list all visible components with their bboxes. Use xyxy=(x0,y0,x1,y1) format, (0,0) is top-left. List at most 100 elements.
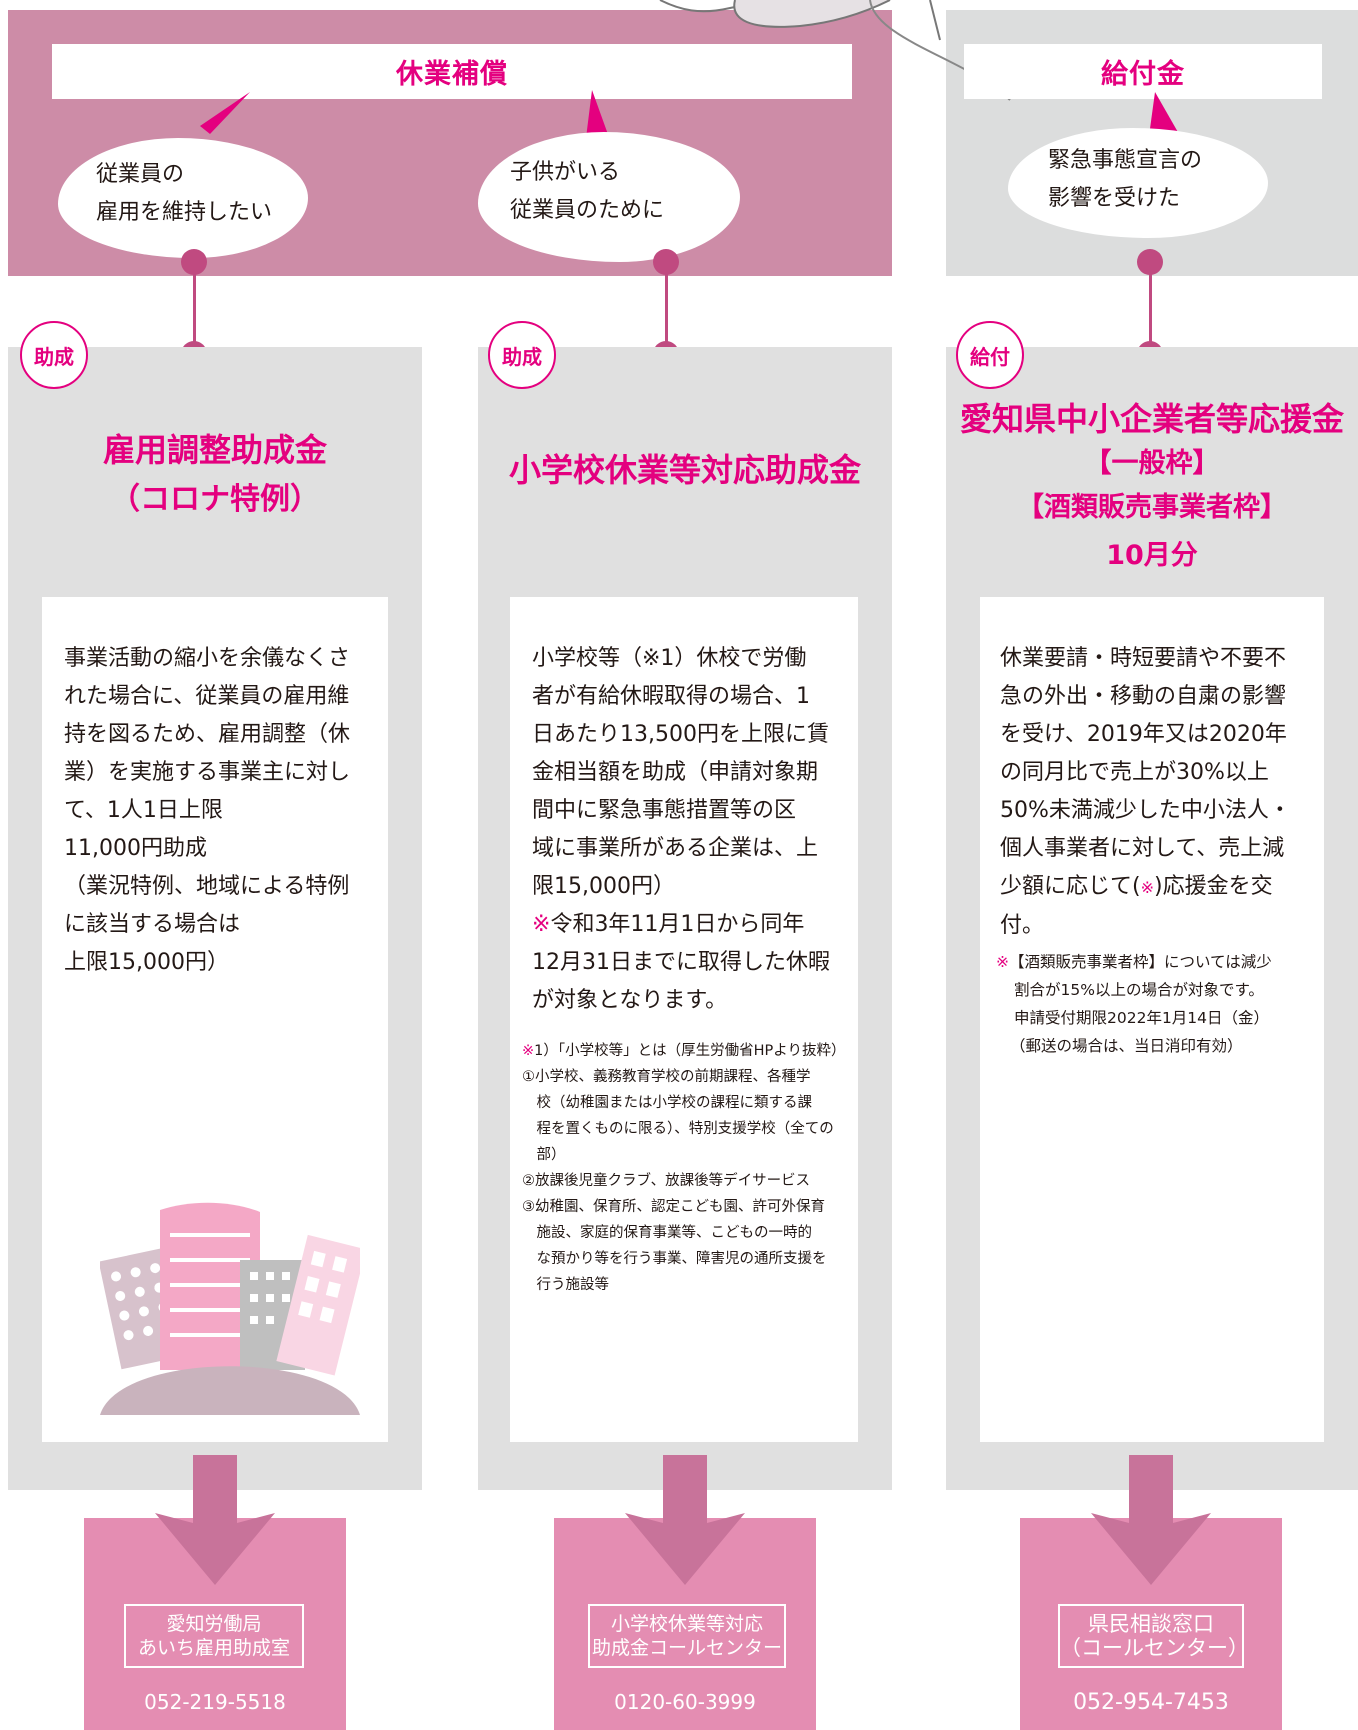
connector-line xyxy=(1149,262,1152,354)
body-line: 50%未満減少した中小法人・ xyxy=(1000,798,1291,823)
speech-bubble-emergency: 緊急事態宣言の 影響を受けた xyxy=(1008,128,1268,238)
contact-name-support: 県民相談窓口 （コールセンター） xyxy=(1058,1604,1249,1668)
body-line: 域に事業所がある企業は、上 xyxy=(532,836,819,861)
badge-benefit: 給付 xyxy=(956,321,1024,389)
contact-name-school: 小学校休業等対応 助成金コールセンター xyxy=(588,1604,786,1668)
contact-line: あいち雇用助成室 xyxy=(137,1637,290,1659)
body-line: 急の外出・移動の自粛の影響 xyxy=(1000,684,1287,709)
body-text-part: 少額に応じて( xyxy=(1000,874,1141,899)
bubble-line: 影響を受けた xyxy=(1048,186,1181,211)
body-school: 小学校等（※1）休校で労働 者が有給休暇取得の場合、1 日あたり13,500円を… xyxy=(532,640,852,1020)
body-support: 休業要請・時短要請や不要不 急の外出・移動の自粛の影響 を受け、2019年又は2… xyxy=(1000,640,1320,945)
phone-support[interactable]: 052-954-7453 xyxy=(1073,1690,1229,1715)
title-line: 【酒類販売事業者枠】 xyxy=(1017,492,1287,523)
title-line: 愛知県中小企業者等応援金 xyxy=(959,400,1344,438)
body-line: 金相当額を助成（申請対象期 xyxy=(532,760,819,785)
speech-bubble-children: 子供がいる 従業員のために xyxy=(478,132,740,262)
note-line: ①小学校、義務教育学校の前期課程、各種学 xyxy=(522,1069,811,1085)
title-employment-subsidy: 雇用調整助成金 （コロナ特例） xyxy=(8,425,422,525)
body-line: 持を図るため、雇用調整（休 xyxy=(64,722,351,747)
note-mark: ※ xyxy=(996,953,1009,971)
bubble-line: 従業員のために xyxy=(510,198,665,223)
content-box-school xyxy=(510,597,858,1442)
note-line: 程を置くものに限る）、特別支援学校（全ての xyxy=(522,1121,834,1137)
note-line: 校（幼稚園または小学校の課程に類する課 xyxy=(522,1095,812,1111)
bubble-pointer-1-icon xyxy=(200,92,250,134)
contact-line: 愛知労働局 xyxy=(166,1613,262,1635)
note-line: 部） xyxy=(522,1147,566,1163)
note-line: ③幼稚園、保育所、認定こども園、許可外保育 xyxy=(522,1199,825,1215)
body-line: 休業要請・時短要請や不要不 xyxy=(1000,646,1287,671)
body-line: ※令和3年11月1日から同年 xyxy=(532,906,852,944)
badge-subsidy: 助成 xyxy=(488,321,556,389)
arrow-down-icon xyxy=(155,1455,275,1585)
contact-line: 助成金コールセンター xyxy=(591,1637,782,1659)
title-line: （コロナ特例） xyxy=(110,482,320,517)
note-line: （郵送の場合は、当日消印有効） xyxy=(1010,1037,1243,1055)
notes-school: ※1）「小学校等」とは（厚生労働省HPより抜粋） ①小学校、義務教育学校の前期課… xyxy=(522,1038,858,1298)
body-line: の同月比で売上が30%以上 xyxy=(1000,760,1269,785)
title-line: 雇用調整助成金 xyxy=(102,431,327,469)
contact-line: 小学校休業等対応 xyxy=(610,1613,763,1635)
body-line: 付。 xyxy=(1000,913,1045,938)
benefit-header: 給付金 xyxy=(964,44,1322,99)
connector-line xyxy=(193,262,196,354)
note-mark: ※ xyxy=(532,912,551,937)
bubble-line: 従業員の xyxy=(96,162,185,187)
body-line: 事業活動の縮小を余儀なくさ xyxy=(64,646,351,671)
note-head: 1）「小学校等」とは（厚生労働省HPより抜粋） xyxy=(534,1043,846,1059)
bubble-line: 緊急事態宣言の xyxy=(1048,148,1203,173)
contact-line: 県民相談窓口 xyxy=(1088,1612,1214,1636)
leave-header: 休業補償 xyxy=(52,44,852,99)
note-line: ②放課後児童クラブ、放課後等デイサービス xyxy=(522,1173,811,1189)
phone-school[interactable]: 0120-60-3999 xyxy=(614,1690,756,1714)
body-line: に該当する場合は xyxy=(64,912,241,937)
arrow-down-icon xyxy=(625,1455,745,1585)
body-line: 者が有給休暇取得の場合、1 xyxy=(532,684,810,709)
body-line: れた場合に、従業員の雇用維 xyxy=(64,684,350,709)
note-line: 施設、家庭的保育事業等、こどもの一時的 xyxy=(522,1225,812,1241)
note-line: 行う施設等 xyxy=(522,1277,609,1293)
body-line: 限15,000円） xyxy=(532,874,675,899)
contact-name-employment: 愛知労働局 あいち雇用助成室 xyxy=(124,1604,304,1668)
body-line: 上限15,000円） xyxy=(64,950,229,975)
notes-support: ※【酒類販売事業者枠】については減少 割合が15%以上の場合が対象です。 申請受… xyxy=(996,948,1322,1060)
bubble-pointer-3-icon xyxy=(1149,92,1179,136)
bubble-line: 雇用を維持したい xyxy=(96,200,273,225)
content-box-support xyxy=(980,597,1324,1442)
body-note-text: 令和3年11月1日から同年 xyxy=(550,912,805,937)
body-employment: 事業活動の縮小を余儀なくさ れた場合に、従業員の雇用維 持を図るため、雇用調整（… xyxy=(64,640,384,982)
title-line: 10月分 xyxy=(1106,540,1198,571)
note-mark: ※ xyxy=(522,1043,535,1059)
body-text-part: )応援金を交 xyxy=(1154,874,1273,899)
body-line: 業）を実施する事業主に対し xyxy=(64,760,351,785)
bubble-pointer-2-icon xyxy=(586,90,610,140)
body-line: 間中に緊急事態措置等の区 xyxy=(532,798,797,823)
note-line: 割合が15%以上の場合が対象です。 xyxy=(1014,981,1264,999)
note-first: 【酒類販売事業者枠】については減少 xyxy=(1009,953,1272,971)
badge-subsidy: 助成 xyxy=(20,321,88,389)
title-aichi-support: 愛知県中小企業者等応援金 【一般枠】 【酒類販売事業者枠】 10月分 xyxy=(946,396,1358,582)
note-line: な預かり等を行う事業、障害児の通所支援を xyxy=(522,1251,827,1267)
bubble-line: 子供がいる xyxy=(510,160,621,185)
body-line: を受け、2019年又は2020年 xyxy=(1000,722,1287,747)
buildings-illustration-icon xyxy=(100,1202,360,1415)
body-line: が対象となります。 xyxy=(532,988,728,1013)
note-mark: ※ xyxy=(1140,878,1154,897)
contact-line: （コールセンター） xyxy=(1060,1636,1249,1660)
phone-employment[interactable]: 052-219-5518 xyxy=(144,1690,286,1714)
body-line: 12月31日までに取得した休暇 xyxy=(532,950,830,975)
body-line: （業況特例、地域による特例 xyxy=(64,874,350,899)
connector-line xyxy=(665,262,668,354)
body-line: 小学校等（※1）休校で労働 xyxy=(532,646,807,671)
speech-bubble-retain-employees: 従業員の 雇用を維持したい xyxy=(58,138,308,258)
note-line: ※1）「小学校等」とは（厚生労働省HPより抜粋） xyxy=(522,1038,858,1064)
body-line: て、1人1日上限 xyxy=(64,798,223,823)
note-line: 申請受付期限2022年1月14日（金） xyxy=(1014,1009,1270,1027)
title-school-subsidy: 小学校休業等対応助成金 xyxy=(508,451,861,489)
body-line: 11,000円助成 xyxy=(64,836,207,861)
body-line: 少額に応じて(※)応援金を交 xyxy=(1000,868,1320,907)
body-line: 個人事業者に対して、売上減 xyxy=(1000,836,1285,861)
arrow-down-icon xyxy=(1091,1455,1211,1585)
body-line: 日あたり13,500円を上限に賃 xyxy=(532,722,829,747)
